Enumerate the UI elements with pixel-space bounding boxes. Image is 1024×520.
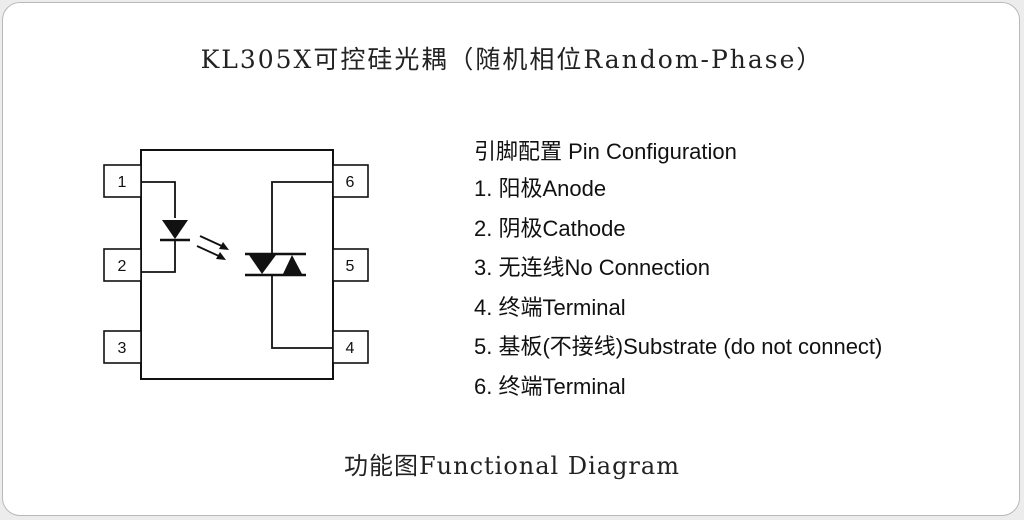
pin-item-5: 5. 基板(不接线)Substrate (do not connect) xyxy=(474,334,883,359)
pin-label-3: 3 xyxy=(118,340,127,357)
package-body xyxy=(140,149,334,380)
pin-label-5: 5 xyxy=(346,258,355,275)
pin-box-4 xyxy=(332,330,369,364)
pin-label-6: 6 xyxy=(346,174,355,191)
terminal-6-wire xyxy=(271,181,333,254)
pin-item-1: 1. 阳极Anode xyxy=(474,176,607,201)
led-diode-icon xyxy=(162,220,188,239)
pin-box-6 xyxy=(332,164,369,198)
pin-box-2 xyxy=(103,248,142,282)
cathode-wire xyxy=(141,240,176,273)
pin-item-3: 3. 无连线No Connection xyxy=(474,255,710,280)
pin-box-5 xyxy=(332,248,369,282)
page-title: KL305X可控硅光耦（随机相位Random-Phase） xyxy=(200,45,824,74)
pin-item-2: 2. 阴极Cathode xyxy=(474,215,626,241)
pin-item-4: 4. 终端Terminal xyxy=(474,294,626,320)
terminal-4-wire xyxy=(271,274,333,349)
pin-item-6: 6. 终端Terminal xyxy=(474,373,626,399)
light-arrows-icon xyxy=(196,235,229,260)
anode-wire xyxy=(141,181,176,218)
diagram-caption: 功能图Functional Diagram xyxy=(344,452,680,480)
pin-box-3 xyxy=(103,330,142,364)
triac-icon xyxy=(245,252,306,277)
pin-configuration-list: 引脚配置 Pin Configuration 1. 阳极Anode 2. 阴极C… xyxy=(474,134,882,406)
pin-label-4: 4 xyxy=(346,340,355,357)
pin-label-2: 2 xyxy=(118,258,127,275)
pin-configuration-heading: 引脚配置 Pin Configuration xyxy=(474,139,737,164)
pin-label-1: 1 xyxy=(118,174,127,191)
pin-box-1 xyxy=(103,164,142,198)
